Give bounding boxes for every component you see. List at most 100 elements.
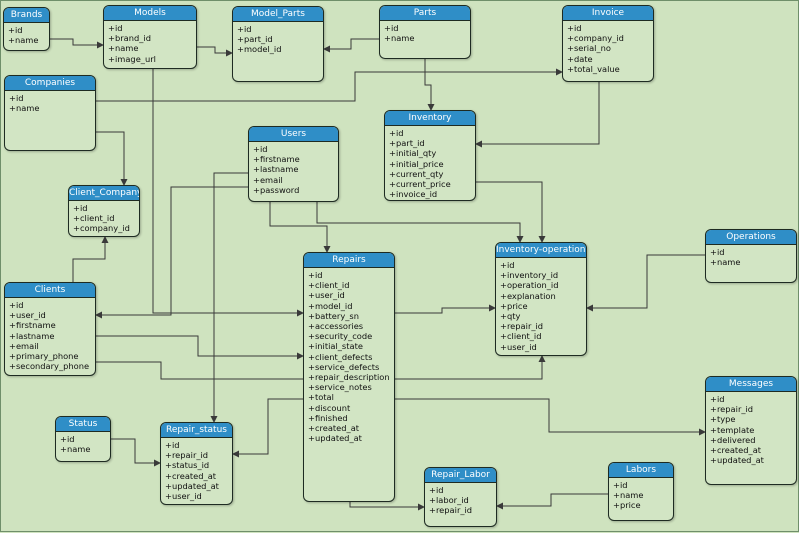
entity-field: +current_price [389, 179, 451, 190]
entity-field: +status_id [165, 460, 210, 471]
entity-field: +name [8, 35, 39, 46]
entity-models[interactable]: Models+id+brand_id+name+image_url [103, 5, 197, 69]
entity-field: +total [308, 392, 334, 403]
entity-field: +security_code [308, 331, 373, 342]
entity-field: +company_id [567, 33, 624, 44]
entity-field: +current_qty [389, 168, 444, 179]
entity-inventory-operations[interactable]: Inventory-operations+id+inventory_id+ope… [495, 242, 587, 356]
link-users-repairs [269, 202, 331, 253]
entity-brands[interactable]: Brands+id+name [3, 7, 50, 51]
field-list: +id+name [56, 432, 110, 456]
entity-field: +updated_at [710, 455, 764, 466]
entity-title: Companies [5, 76, 95, 91]
field-list: +id+name+price [609, 478, 673, 513]
entity-field: +battery_sn [308, 310, 359, 321]
entity-field: +explanation [500, 290, 556, 301]
entity-field: +image_url [108, 53, 156, 64]
entity-field: +id [384, 23, 399, 33]
entity-field: +client_id [500, 331, 542, 342]
entity-labors[interactable]: Labors+id+name+price [608, 462, 674, 521]
entity-field: +user_id [308, 290, 345, 301]
entity-title: Repair_Labor [425, 468, 496, 483]
entity-field: +id [710, 394, 725, 404]
entity-title: Models [104, 6, 196, 21]
entity-field: +part_id [237, 34, 273, 45]
entity-field: +lastname [9, 330, 55, 341]
entity-field: +primary_phone [9, 351, 79, 362]
entity-field: +id [253, 144, 268, 154]
entity-field: +name [710, 257, 741, 268]
entity-field: +id [73, 203, 88, 213]
entity-field: +repair_description [308, 372, 390, 383]
link-repairs-messages [395, 398, 706, 436]
entity-field: +type [710, 414, 736, 425]
field-list: +id+name [5, 91, 95, 115]
entity-field: +password [253, 184, 300, 195]
entity-field: +delivered [710, 434, 756, 445]
link-parts-model-parts [323, 38, 379, 53]
link-companies-client-company [96, 131, 128, 186]
entity-field: +repair_id [429, 505, 473, 516]
entity-field: +user_id [9, 310, 46, 321]
field-list: +id+firstname+lastname+email+password [249, 142, 338, 197]
field-list: +id+company_id+serial_no+date+total_valu… [563, 21, 653, 76]
entity-field: +email [9, 340, 39, 351]
entity-field: +operation_id [500, 280, 559, 291]
entity-field: +id [389, 128, 404, 138]
link-invoice-inventory [475, 82, 600, 148]
entity-field: +model_id [237, 44, 282, 55]
entity-repairs[interactable]: Repairs+id+client_id+user_id+model_id+ba… [303, 252, 395, 502]
entity-inventory[interactable]: Inventory+id+part_id+initial_qty+initial… [384, 110, 476, 201]
entity-invoice[interactable]: Invoice+id+company_id+serial_no+date+tot… [562, 5, 654, 82]
entity-field: +id [8, 25, 23, 35]
entity-field: +qty [500, 311, 521, 322]
entity-field: +date [567, 53, 593, 64]
entity-field: +firstname [9, 320, 56, 331]
entity-title: Repairs [304, 253, 394, 268]
entity-operations[interactable]: Operations+id+name [705, 229, 797, 283]
field-list: +id+part_id+initial_qty+initial_price+cu… [385, 126, 475, 200]
entity-client-company[interactable]: Client_Company+id+client_id+company_id [68, 185, 140, 237]
entity-title: Model_Parts [233, 7, 323, 22]
link-brands-models [50, 38, 104, 49]
entity-field: +invoice_id [389, 189, 438, 200]
entity-clients[interactable]: Clients+id+user_id+firstname+lastname+em… [4, 282, 96, 376]
entity-title: Users [249, 127, 338, 142]
entity-field: +email [253, 174, 283, 185]
entity-field: +id [237, 24, 252, 34]
field-list: +id+labor_id+repair_id [425, 483, 496, 518]
entity-field: +name [384, 33, 415, 44]
entity-field: +price [613, 500, 641, 511]
entity-field: +id [613, 480, 628, 490]
entity-repair-labor[interactable]: Repair_Labor+id+labor_id+repair_id [424, 467, 497, 527]
entity-field: +updated_at [308, 433, 362, 444]
entity-field: +id [567, 23, 582, 33]
entity-field: +name [9, 103, 40, 114]
link-labors-repair-labor [496, 493, 608, 510]
entity-parts[interactable]: Parts+id+name [379, 5, 471, 59]
entity-field: +brand_id [108, 33, 151, 44]
entity-status[interactable]: Status+id+name [55, 416, 111, 462]
entity-users[interactable]: Users+id+firstname+lastname+email+passwo… [248, 126, 339, 202]
entity-field: +discount [308, 402, 351, 413]
entity-title: Repair_status [161, 423, 232, 438]
entity-field: +client_id [73, 213, 115, 224]
link-inventory-inventory-ops [476, 181, 546, 243]
entity-model-parts[interactable]: Model_Parts +id+part_id+model_id [232, 6, 324, 82]
entity-messages[interactable]: Messages+id+repair_id+type+template+deli… [705, 376, 797, 485]
link-users-inventory-ops [316, 202, 524, 243]
link-repairs-repair-labor [349, 502, 425, 511]
entity-field: +initial_qty [389, 148, 437, 159]
entity-field: +initial_state [308, 341, 363, 352]
entity-field: +finished [308, 412, 348, 423]
entity-companies[interactable]: Companies+id+name [4, 75, 96, 151]
entity-field: +id [429, 485, 444, 495]
entity-repair-status[interactable]: Repair_status+id+repair_id+status_id+cre… [160, 422, 233, 505]
entity-title: Invoice [563, 6, 653, 21]
entity-field: +labor_id [429, 495, 469, 506]
link-status-repair-status [111, 438, 161, 467]
field-list: +id+repair_id+type+template+delivered+cr… [706, 392, 796, 467]
link-companies-invoice [96, 68, 563, 102]
entity-field: +created_at [165, 470, 217, 481]
